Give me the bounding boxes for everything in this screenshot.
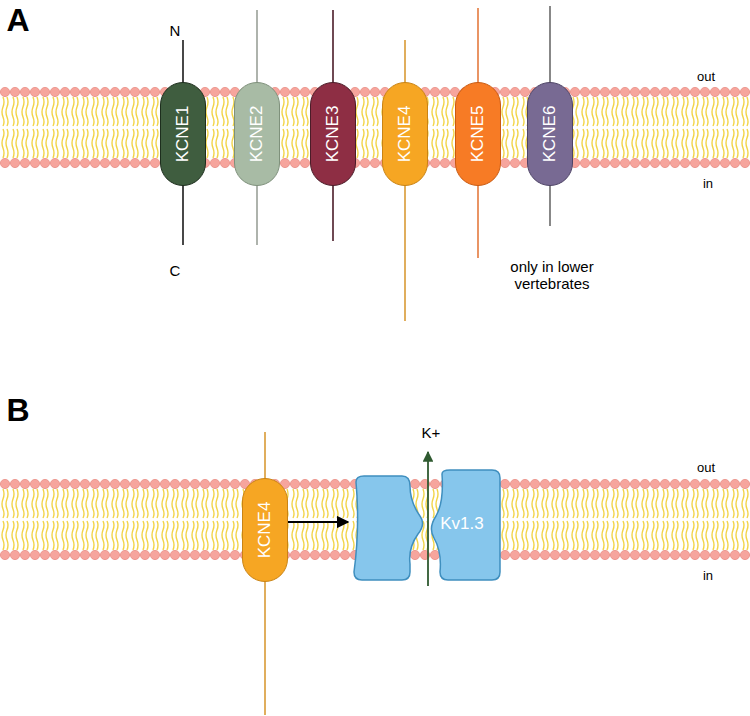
- panel-letter: B: [6, 392, 29, 429]
- side-label: out: [697, 460, 715, 475]
- side-label: in: [703, 568, 713, 583]
- side-label: out: [697, 69, 715, 84]
- channel-subunit: [354, 476, 423, 580]
- node-label: KCNE4: [395, 106, 415, 163]
- channel-subunit: [431, 470, 500, 580]
- side-label: in: [703, 176, 713, 191]
- accessory-subunit: KCNE2: [234, 82, 280, 186]
- node-label: Kv1.3: [440, 514, 483, 534]
- node-label: KCNE2: [247, 106, 267, 163]
- node-label: KCNE3: [323, 106, 343, 163]
- accessory-subunit: KCNE4: [382, 82, 428, 186]
- lipid-bilayer: [0, 86, 750, 169]
- terminus-label: N: [170, 22, 181, 39]
- connector-arrow: [288, 521, 348, 523]
- ion-channel: Kv1.3: [350, 468, 502, 584]
- node-label: KCNE4: [255, 502, 275, 559]
- accessory-subunit: KCNE3: [310, 82, 356, 186]
- protein-termini: [183, 6, 550, 715]
- note: only in lower vertebrates: [492, 258, 612, 292]
- node-label: KCNE6: [540, 106, 560, 163]
- accessory-subunit: KCNE4: [242, 478, 288, 582]
- panel-letter: A: [6, 2, 29, 39]
- accessory-subunit: KCNE6: [527, 82, 573, 186]
- node-label: KCNE5: [468, 106, 488, 163]
- terminus-label: C: [170, 262, 181, 279]
- ion-label: K+: [422, 424, 441, 441]
- accessory-subunit: KCNE5: [455, 82, 501, 186]
- node-label: KCNE1: [173, 106, 193, 163]
- accessory-subunit: KCNE1: [160, 82, 206, 186]
- ion-flow-arrow: [427, 452, 429, 586]
